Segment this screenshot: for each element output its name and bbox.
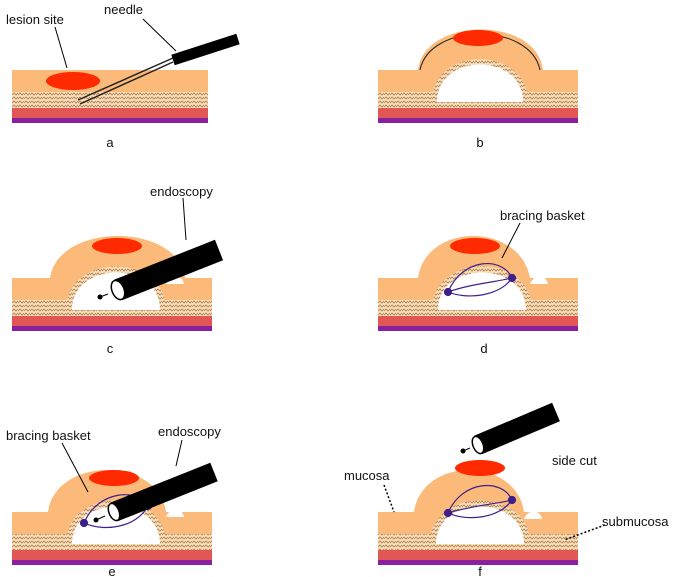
lesion (450, 238, 500, 254)
panel-b: b (378, 29, 578, 150)
basket-leader-line (501, 222, 521, 259)
lesion (46, 72, 100, 90)
lesion (455, 460, 505, 476)
submucosa-layer (12, 92, 208, 108)
label-bracing-basket: bracing basket (6, 428, 91, 443)
bracing-basket-icon (443, 263, 517, 297)
lesion (92, 238, 142, 254)
needle-leader-line (142, 18, 177, 52)
lesion (453, 30, 503, 46)
muscle-layer (378, 550, 578, 560)
panel-d: bracing basket d (378, 208, 585, 356)
base-layer (12, 326, 212, 331)
label-mucosa: mucosa (344, 468, 390, 483)
muscle-layer (378, 108, 578, 118)
side-incision (166, 509, 184, 517)
endoscope-icon (93, 462, 218, 523)
muscle-layer (12, 108, 208, 118)
submucosal-cushion (438, 272, 526, 310)
lesion-leader-line (54, 26, 68, 69)
panel-caption-e: e (108, 564, 115, 577)
basket-leader-line (61, 442, 89, 493)
label-needle: needle (104, 2, 143, 17)
muscle-layer (12, 550, 212, 560)
lesion (89, 470, 139, 486)
submucosa-leader-line (563, 524, 606, 541)
endoscope-icon (460, 402, 560, 455)
side-incision (524, 511, 542, 519)
endoscopy-leader-line (175, 439, 183, 467)
panel-f: mucosa side cut submucosa f (344, 402, 669, 577)
muscle-layer (378, 316, 578, 326)
base-layer (378, 326, 578, 331)
muscle-layer (12, 316, 212, 326)
submucosal-cushion (72, 506, 160, 544)
mucosa-layer (12, 70, 208, 92)
panel-caption-d: d (480, 341, 487, 356)
panel-caption-a: a (106, 135, 114, 150)
base-layer (378, 118, 578, 123)
panel-c: endoscopy c (12, 184, 224, 356)
base-layer (378, 560, 578, 565)
label-lesion-site: lesion site (6, 12, 64, 27)
panel-caption-f: f (478, 564, 482, 577)
bracing-basket-icon (443, 484, 517, 519)
label-side-cut: side cut (552, 453, 597, 468)
label-endoscopy: endoscopy (158, 424, 221, 439)
needle-icon (77, 33, 240, 105)
side-incision (530, 276, 548, 284)
panel-a: lesion site needle a (6, 2, 240, 150)
endoscope-icon (97, 239, 224, 301)
base-layer (12, 560, 212, 565)
endoscopy-leader-line (182, 197, 187, 241)
panel-caption-b: b (476, 135, 483, 150)
label-submucosa: submucosa (602, 514, 669, 529)
mucosa-leader-line (383, 484, 395, 513)
panel-caption-c: c (107, 341, 114, 356)
label-bracing-basket: bracing basket (500, 208, 585, 223)
base-layer (12, 118, 208, 123)
label-endoscopy: endoscopy (150, 184, 213, 199)
panel-e: bracing basket endoscopy e (6, 424, 221, 577)
submucosal-cushion (437, 64, 523, 102)
